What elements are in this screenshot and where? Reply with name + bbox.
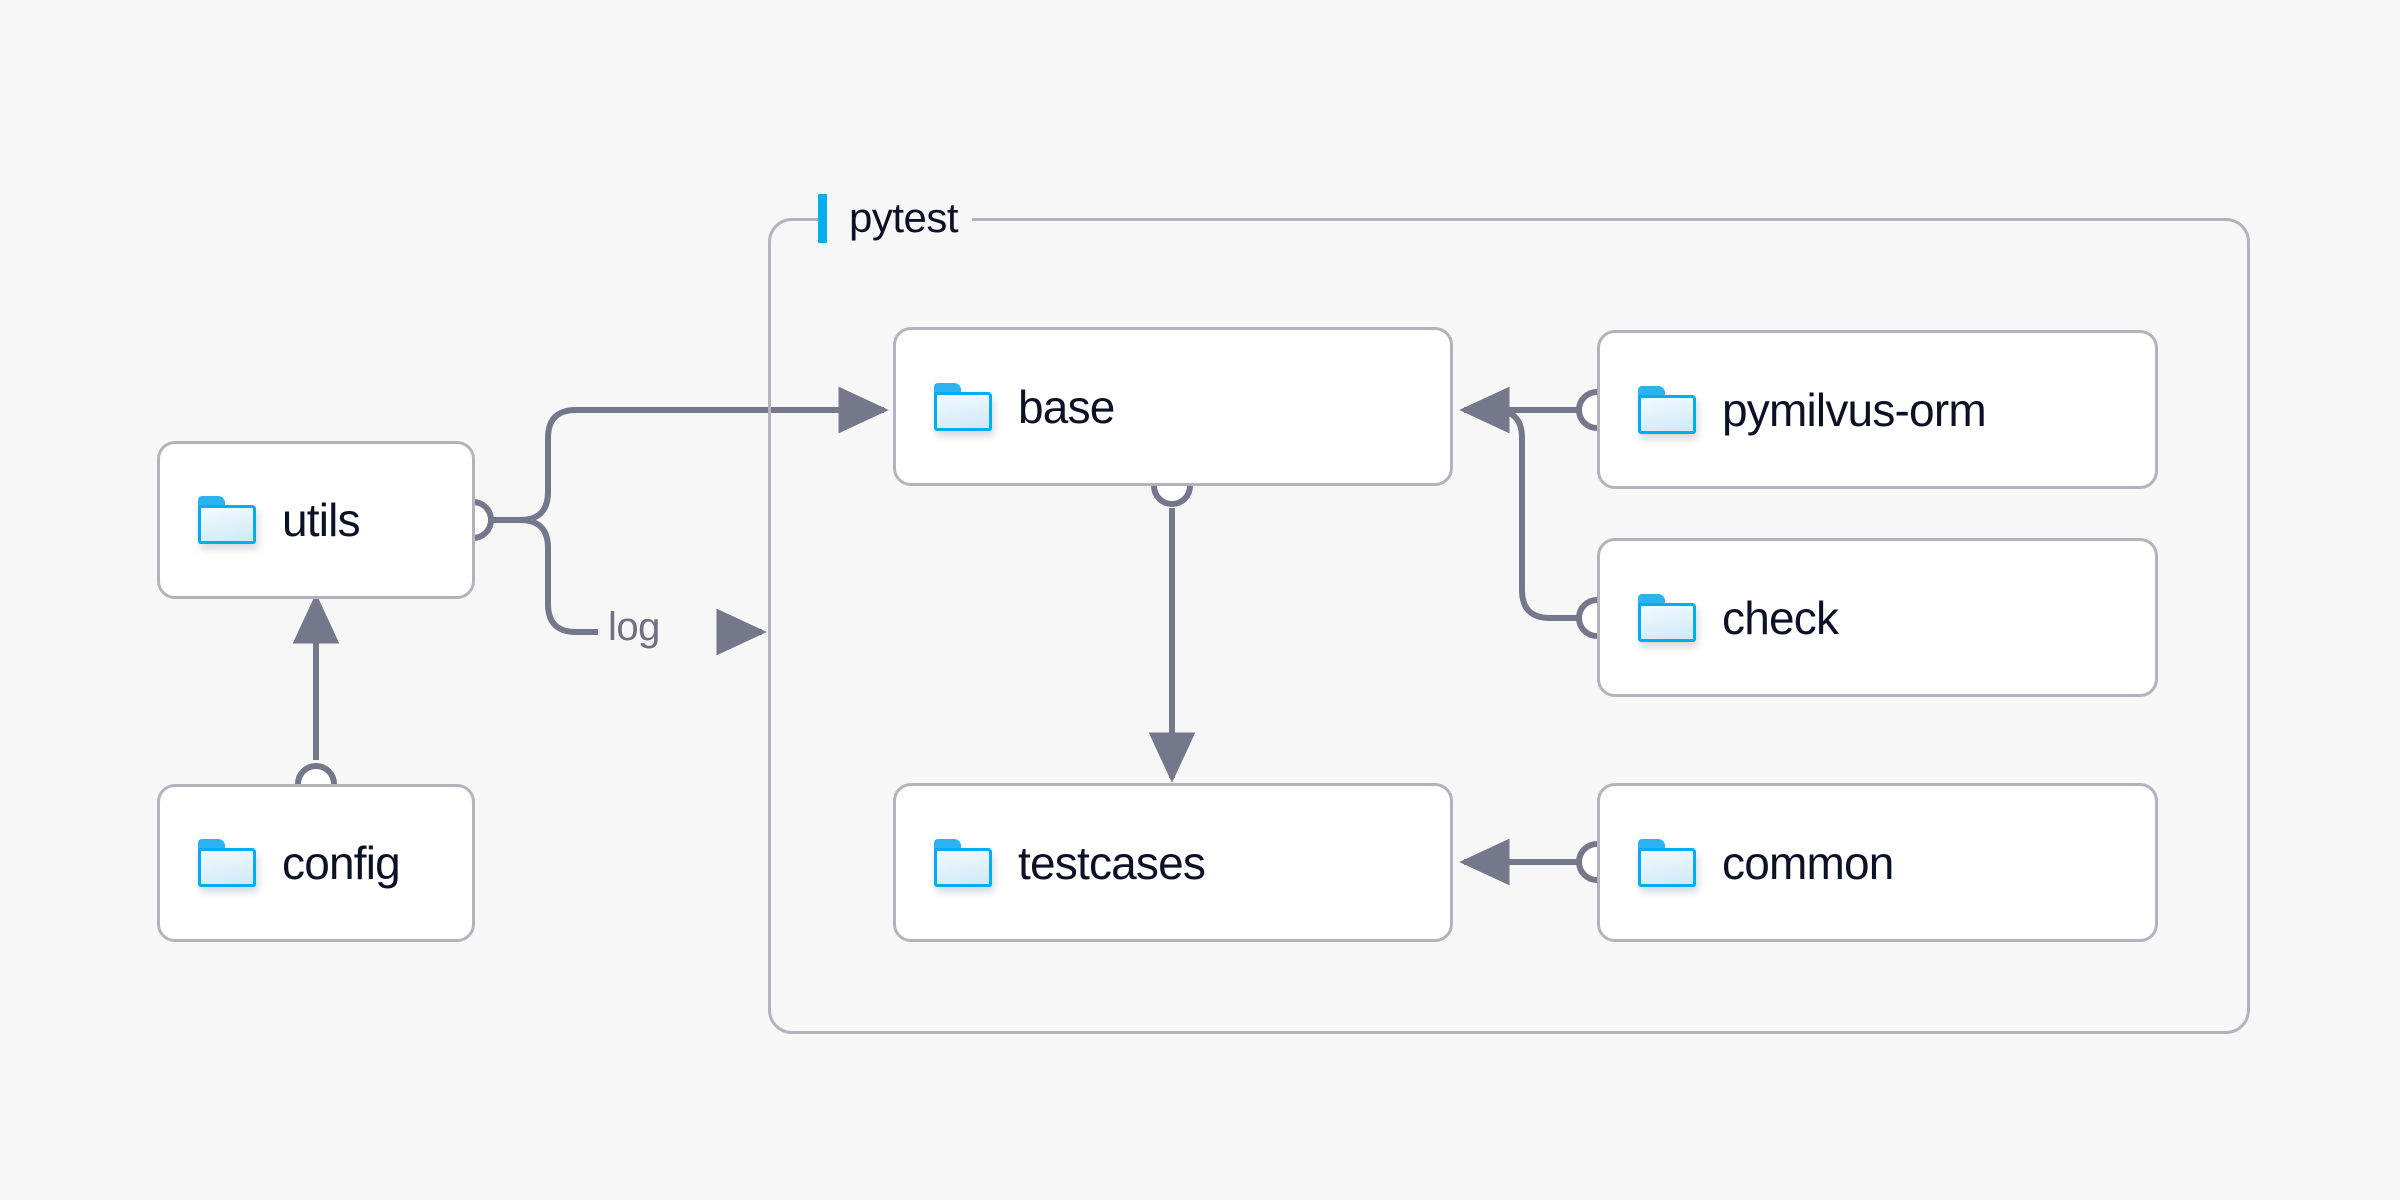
folder-icon <box>198 496 256 544</box>
folder-icon <box>1638 593 1696 642</box>
folder-icon <box>198 839 256 887</box>
pytest-group-title: pytest <box>849 194 959 241</box>
folder-icon <box>1638 838 1696 887</box>
pytest-group-container[interactable] <box>768 218 2250 1034</box>
folder-icon <box>934 382 992 431</box>
node-pymilvus-orm-label: pymilvus-orm <box>1722 383 1987 436</box>
node-base[interactable]: base <box>893 327 1453 486</box>
node-testcases-label: testcases <box>1018 836 1206 889</box>
node-pymilvus-orm[interactable]: pymilvus-orm <box>1597 330 2158 489</box>
node-common-label: common <box>1722 836 1894 889</box>
node-utils-label: utils <box>282 494 361 546</box>
node-testcases[interactable]: testcases <box>893 783 1453 942</box>
node-config[interactable]: config <box>157 784 475 942</box>
edge-label-log: log <box>600 605 668 650</box>
folder-icon <box>1638 385 1696 434</box>
node-common[interactable]: common <box>1597 783 2158 942</box>
node-config-label: config <box>282 837 401 889</box>
pytest-group-label: pytest <box>818 192 973 244</box>
node-utils[interactable]: utils <box>157 441 475 599</box>
node-base-label: base <box>1018 380 1115 433</box>
node-check[interactable]: check <box>1597 538 2158 697</box>
accent-bar-icon <box>818 193 827 243</box>
edge-config-utils <box>292 593 340 805</box>
node-check-label: check <box>1722 591 1839 644</box>
folder-icon <box>934 838 992 887</box>
